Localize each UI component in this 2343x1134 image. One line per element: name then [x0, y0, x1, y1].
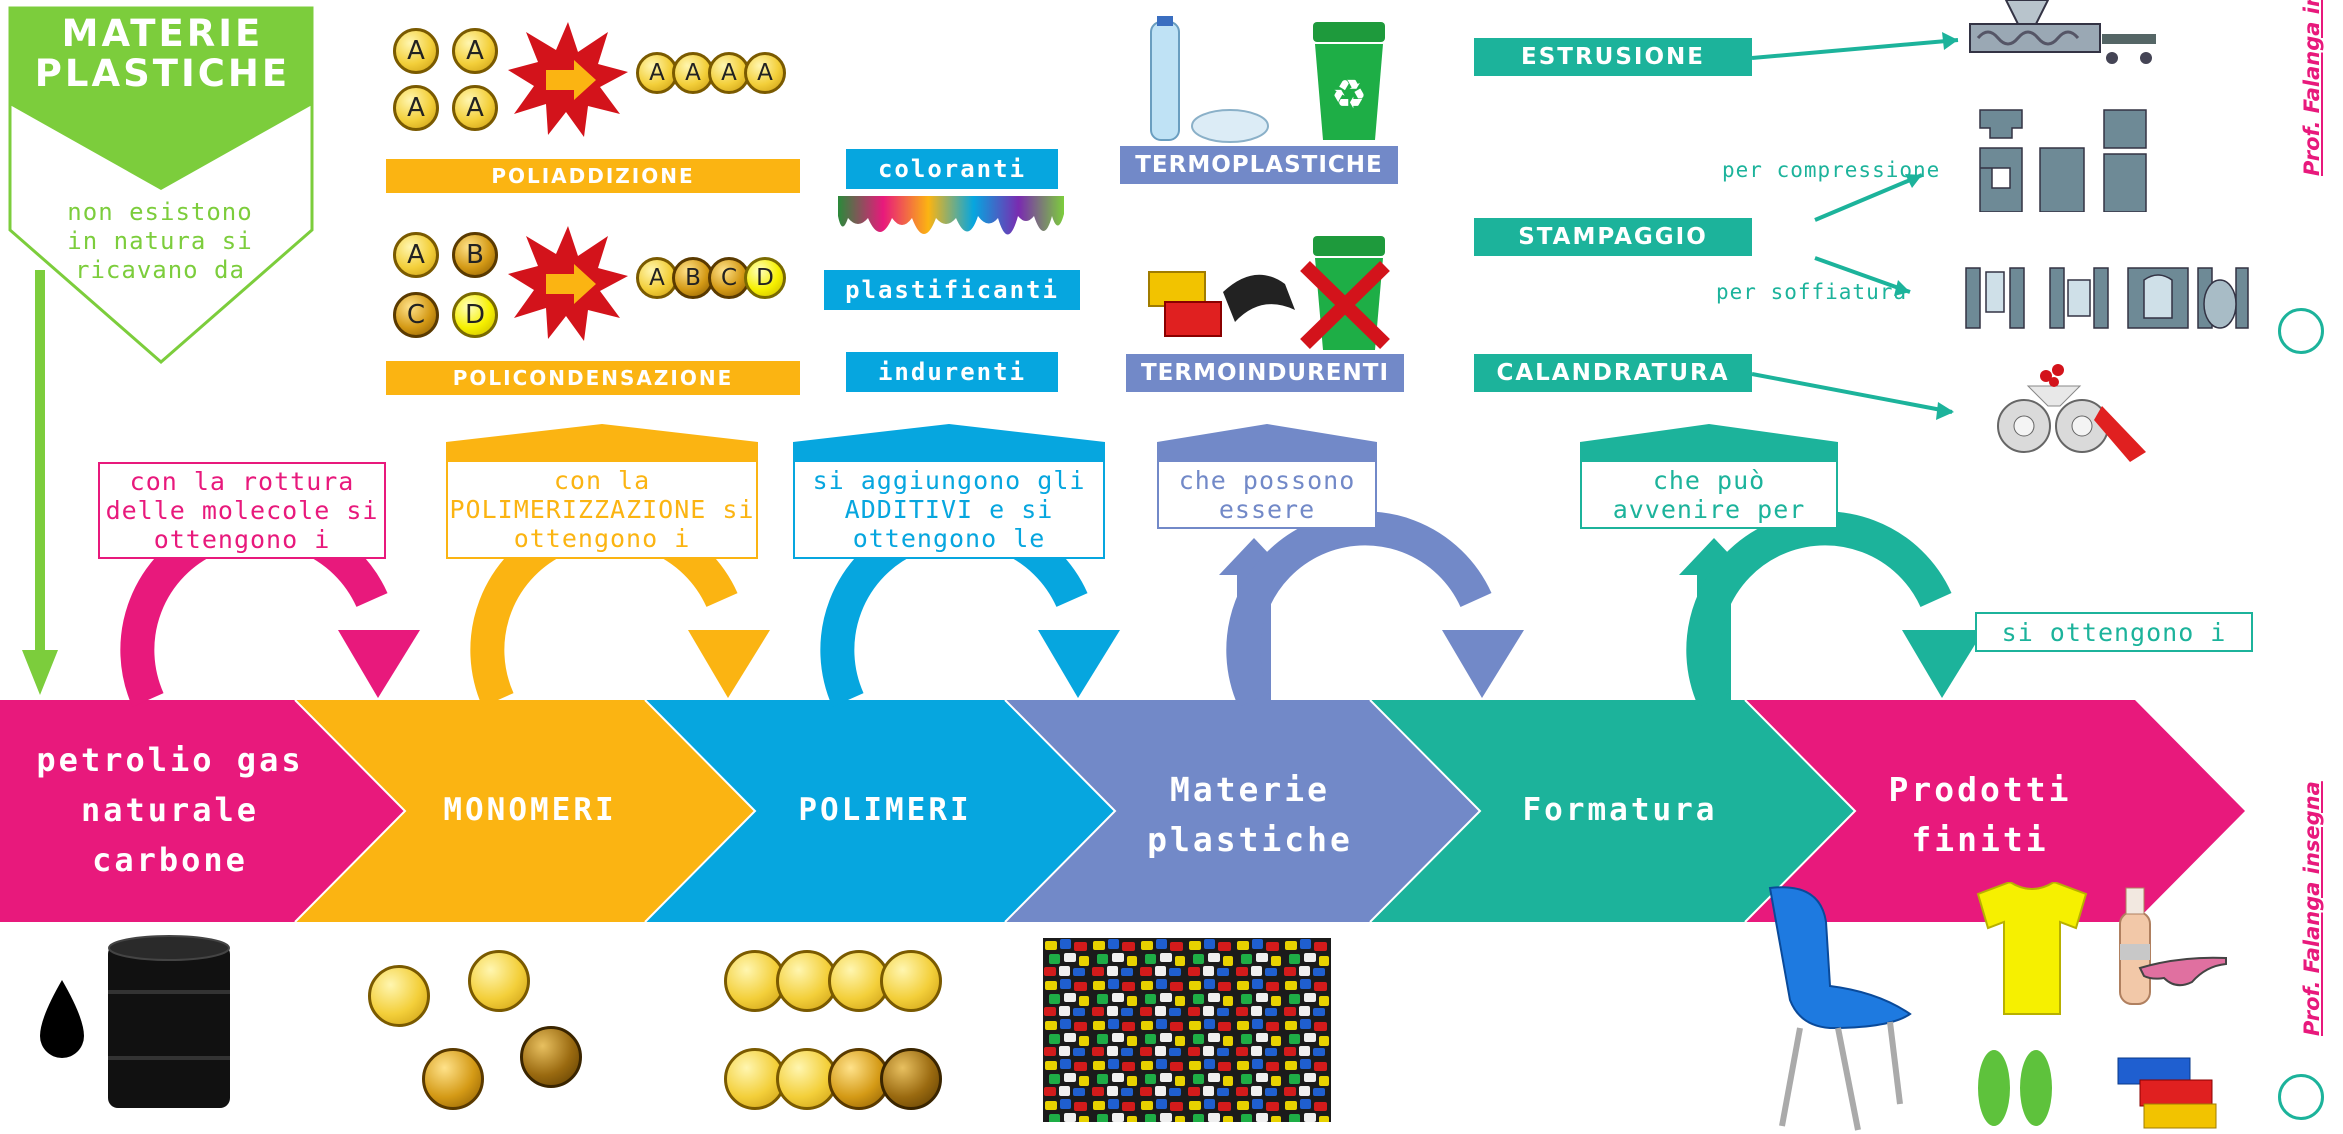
svg-text:♻: ♻ [1331, 72, 1367, 118]
termoplastiche-label: TERMOPLASTICHE [1120, 146, 1398, 184]
additive-plastificanti: plastificanti [824, 270, 1080, 310]
oil-barrel-icon [40, 935, 230, 1108]
plastic-pellets-image [1043, 938, 1331, 1122]
connector-possono-essere: che possono essere [1157, 462, 1377, 529]
step-formatura: Formatura [1522, 792, 1718, 828]
polymer-ball [880, 1048, 942, 1110]
additive-indurenti: indurenti [846, 352, 1058, 392]
watermark-bottom: Prof. Falanga insegna [2300, 781, 2324, 1036]
per-compressione-label: per compressione [1722, 158, 1941, 182]
recycling-bin-bottle-icon: ♻ [1150, 16, 1385, 143]
title-shield [8, 6, 314, 364]
extrusion-machine-icon [1969, 0, 2156, 64]
down-arrow-icon [22, 270, 58, 695]
connector-rottura: con la rottura delle molecole si ottengo… [98, 462, 386, 559]
monomer-b: B [452, 232, 498, 278]
monomer-ball [520, 1026, 582, 1088]
step-prodotti-finiti: Prodotti finiti [1888, 770, 2072, 859]
estrusione-label: ESTRUSIONE [1474, 38, 1752, 76]
step-materie-plastiche: Materie plastiche [1147, 770, 1353, 859]
monomer-ball [368, 965, 430, 1027]
additive-coloranti: coloranti [846, 149, 1058, 189]
connector-header-teal [1580, 424, 1838, 464]
calendering-rollers-icon [1997, 364, 2146, 462]
monomer-ball [468, 950, 530, 1012]
polymer-ball [776, 1048, 838, 1110]
polymer-a: A [672, 52, 714, 94]
per-soffiatura-label: per soffiatura [1716, 280, 1908, 304]
monomer-a: A [393, 28, 439, 74]
polymer-a: A [708, 52, 750, 94]
watermark-logo-bottom [2278, 1074, 2324, 1120]
compression-molding-icon [1979, 109, 2147, 212]
poliaddizione-label: POLIADDIZIONE [386, 159, 800, 193]
polymer-a: A [636, 257, 678, 299]
connector-si-ottengono: si ottengono i [1975, 612, 2253, 652]
step-petrolio: petrolio gas naturale carbone [36, 741, 304, 879]
step-monomeri: MONOMERI [443, 792, 617, 828]
blow-molding-icon [1965, 267, 2249, 329]
connector-header-orange [446, 424, 758, 464]
monomer-c: C [393, 292, 439, 338]
polymer-d: D [744, 257, 786, 299]
finished-products-icon [1768, 882, 2227, 1131]
connector-additivi: si aggiungono gli ADDITIVI e si ottengon… [793, 462, 1105, 559]
paint-drips-icon [838, 196, 1064, 235]
monomer-a: A [393, 232, 439, 278]
watermark-logo-top [2278, 308, 2324, 354]
page-title: MATERIE PLASTICHE [34, 12, 291, 95]
policondensazione-label: POLICONDENSAZIONE [386, 361, 800, 395]
polymer-ball [724, 1048, 786, 1110]
intro-text: non esistono in natura si ricavano da [67, 198, 253, 284]
reaction-burst-icon [508, 22, 628, 137]
thermoset-no-recycle-icon [1148, 236, 1390, 350]
monomer-a: A [452, 85, 498, 131]
connector-puo-avvenire: che può avvenire per [1580, 462, 1838, 529]
termoindurenti-label: TERMOINDURENTI [1126, 354, 1404, 392]
monomer-d: D [452, 292, 498, 338]
monomer-a: A [393, 85, 439, 131]
forming-arrows [1751, 32, 1959, 420]
watermark-top: Prof. Falanga insegna [2300, 0, 2324, 176]
monomer-a: A [452, 28, 498, 74]
polymer-a: A [744, 52, 786, 94]
connector-polimerizzazione: con la POLIMERIZZAZIONE si ottengono i [446, 462, 758, 559]
polymer-ball [724, 950, 786, 1012]
calandratura-label: CALANDRATURA [1474, 354, 1752, 392]
reaction-burst-icon [508, 226, 628, 341]
stampaggio-label: STAMPAGGIO [1474, 218, 1752, 256]
step-polimeri: POLIMERI [798, 792, 972, 828]
process-band [0, 700, 2245, 923]
connector-header-cyan [793, 424, 1105, 464]
polymer-c: C [708, 257, 750, 299]
monomer-ball [422, 1048, 484, 1110]
connector-header-violet [1157, 424, 1377, 464]
polymer-ball [880, 950, 942, 1012]
polymer-ball [828, 1048, 890, 1110]
